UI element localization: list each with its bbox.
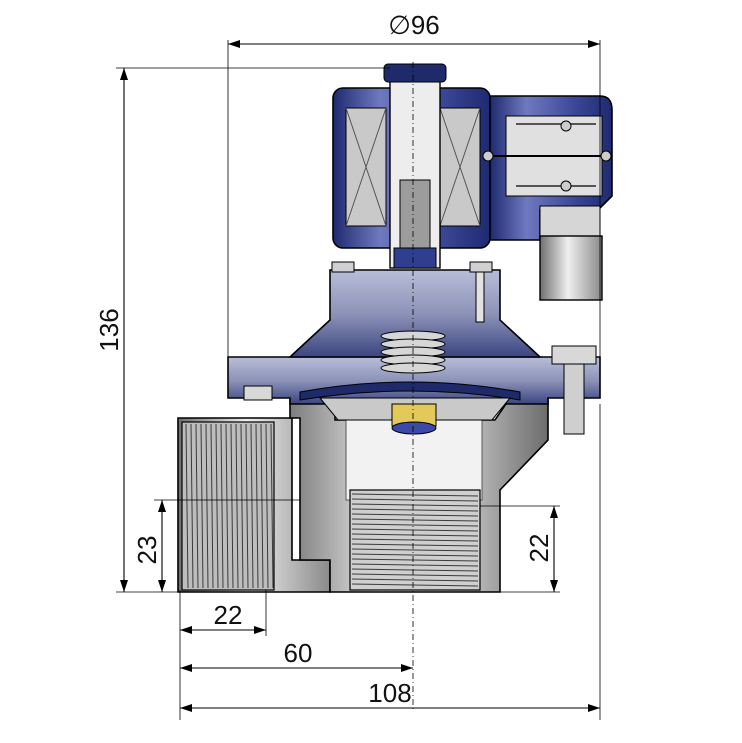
inlet-thread-line	[245, 423, 249, 589]
outlet-thread-line	[351, 513, 479, 517]
bonnet-screw-left	[331, 261, 355, 273]
dim-overall-length-label: 108	[368, 678, 411, 708]
dim-diameter-label: ∅96	[388, 10, 440, 40]
inlet-thread-line	[205, 423, 209, 589]
outlet-thread-line	[351, 573, 479, 577]
inlet-thread-line	[225, 423, 229, 589]
outlet-thread-line	[351, 508, 479, 512]
diaphragm	[299, 381, 521, 401]
outlet-thread-line	[351, 533, 479, 537]
bonnet-pin	[475, 271, 485, 323]
dimension-diameter: ∅96	[227, 10, 601, 360]
dim-outlet-height-label: 22	[524, 534, 554, 563]
outlet-thread-line	[351, 583, 479, 587]
inlet-thread	[181, 421, 275, 591]
terminal-screw-left	[482, 150, 494, 162]
inlet-thread-line	[260, 423, 264, 589]
terminal-screw-mid	[600, 150, 612, 162]
dimension-outlet-height: 22	[480, 505, 560, 593]
dim-inlet-length-label: 22	[214, 600, 243, 630]
armature-cap	[383, 63, 447, 83]
outlet-thread-line	[351, 503, 479, 507]
inlet-thread-line	[215, 423, 219, 589]
inlet-thread-line	[200, 423, 204, 589]
bonnet	[243, 261, 597, 435]
dimension-center-offset: 60	[180, 638, 413, 672]
connector-box	[482, 95, 613, 301]
outlet-thread-line	[351, 538, 479, 542]
dim-center-offset-label: 60	[284, 638, 313, 668]
cable-gland-nut	[539, 235, 603, 301]
inlet-thread-line	[240, 423, 244, 589]
solenoid-coil	[332, 63, 491, 269]
bonnet-screw-right	[469, 261, 493, 273]
plunger	[399, 179, 431, 251]
terminal-screw-top	[560, 120, 572, 132]
outlet-thread	[349, 489, 481, 591]
inlet-thread-line	[270, 423, 274, 589]
outlet-thread-line	[351, 498, 479, 502]
outlet-thread-line	[351, 528, 479, 532]
inlet-thread-line	[210, 423, 214, 589]
dim-inlet-height-label: 23	[132, 536, 162, 565]
inlet-thread-line	[195, 423, 199, 589]
outlet-thread-line	[351, 518, 479, 522]
inlet-thread-line	[255, 423, 259, 589]
inlet-thread-line	[220, 423, 224, 589]
flange-bolt-shank	[563, 363, 585, 435]
dim-height-label: 136	[94, 308, 124, 351]
dimension-overall-length: 108	[180, 404, 601, 720]
terminal-screw-bottom	[560, 180, 572, 192]
flange-bolt-head	[551, 345, 597, 365]
outlet-thread-line	[351, 563, 479, 567]
outlet-thread-line	[351, 568, 479, 572]
outlet-thread-line	[351, 553, 479, 557]
dimension-height: 136	[94, 67, 390, 593]
outlet-thread-line	[351, 543, 479, 547]
inlet-thread-line	[235, 423, 239, 589]
outlet-thread-line	[351, 558, 479, 562]
inlet-thread-line	[185, 423, 189, 589]
inlet-thread-line	[265, 423, 269, 589]
outlet-thread-line	[351, 523, 479, 527]
inlet-thread-line	[190, 423, 194, 589]
cable-gland	[539, 205, 601, 237]
plunger-seal	[393, 247, 437, 269]
dimension-inlet-length: 22	[179, 590, 267, 720]
dimension-inlet-height: 23	[132, 499, 300, 592]
outlet-thread-line	[351, 548, 479, 552]
seat-seal	[391, 421, 437, 435]
inlet-thread-line	[230, 423, 234, 589]
outlet-thread-line	[351, 493, 479, 497]
flange-bolt-left	[243, 385, 273, 401]
outlet-thread-line	[351, 578, 479, 582]
inlet-thread-line	[250, 423, 254, 589]
